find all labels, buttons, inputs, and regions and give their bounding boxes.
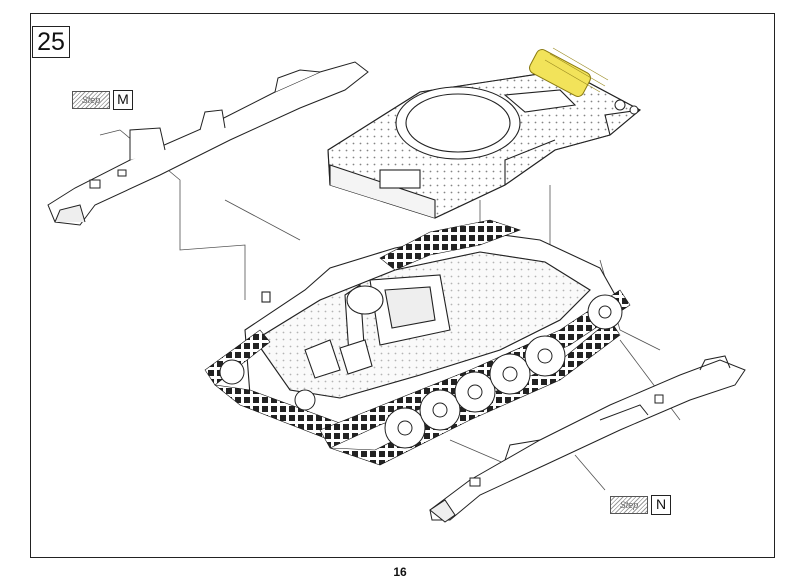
- callout-step-m: Step M: [72, 90, 133, 110]
- step-number-box: 25: [32, 26, 70, 58]
- track-runs: [204, 219, 631, 466]
- callout-step-n: Step N: [610, 495, 671, 515]
- right-fender-part: [429, 355, 746, 523]
- callout-step-n-letter: N: [651, 495, 671, 515]
- road-wheels: [219, 294, 623, 449]
- upper-hull-part: [327, 69, 641, 219]
- highlighted-exhaust-part: [529, 47, 639, 115]
- callout-step-m-letter: M: [113, 90, 133, 110]
- callout-step-n-hatch: Step: [610, 496, 648, 514]
- callout-step-m-hatch: Step: [72, 91, 110, 109]
- left-fender-part: [47, 61, 369, 226]
- page-number: 16: [393, 565, 407, 579]
- lower-hull-chassis: [244, 231, 619, 431]
